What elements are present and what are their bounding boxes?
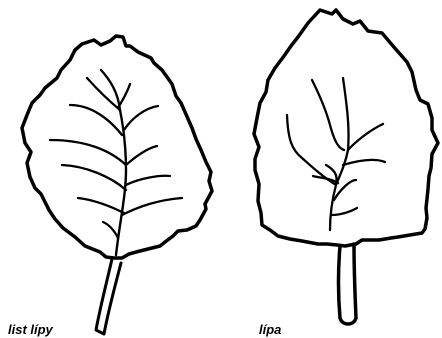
right-leaf-veins [287,78,385,230]
left-leaf-outline [22,36,212,258]
left-leaf-caption: list lípy [8,322,53,337]
left-leaf-veins [50,78,182,238]
left-leaf [22,36,212,334]
right-leaf-caption: lípa [259,322,281,337]
right-leaf-outline [254,10,438,246]
left-leaf-petiole [96,259,121,334]
right-leaf [254,10,438,324]
right-leaf-petiole [339,244,357,324]
